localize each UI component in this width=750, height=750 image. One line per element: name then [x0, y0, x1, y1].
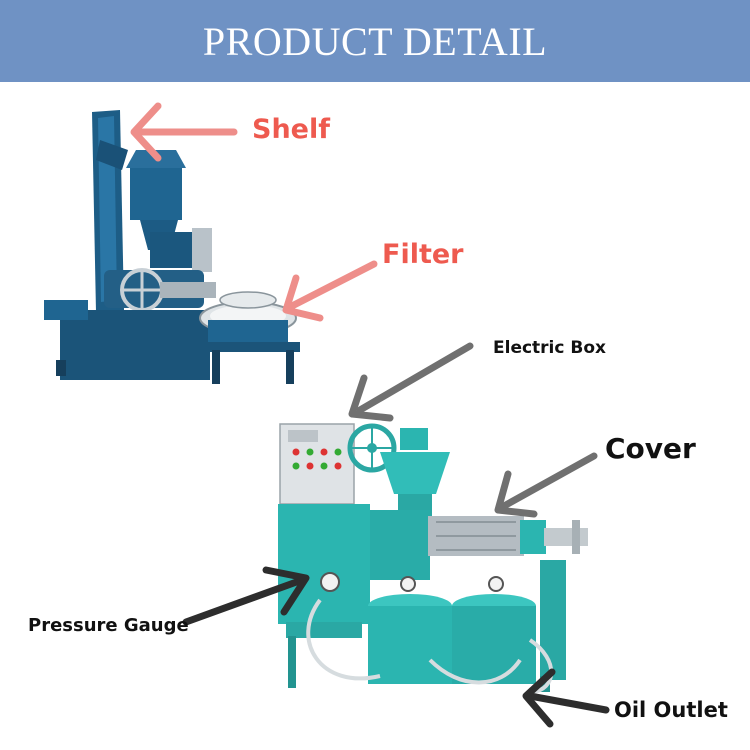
electric-box-label: Electric Box	[493, 338, 606, 358]
top-machine-image	[44, 110, 300, 384]
filter-label: Filter	[382, 239, 464, 270]
cover-arrow	[494, 452, 598, 518]
shelf-label: Shelf	[252, 114, 330, 145]
electric-box-arrow	[348, 342, 474, 422]
pressure-gauge-label: Pressure Gauge	[28, 615, 189, 636]
bottom-machine-image	[278, 423, 588, 694]
filter-arrow	[282, 260, 378, 322]
shelf-arrow	[130, 102, 238, 162]
banner-title: PRODUCT DETAIL	[202, 18, 548, 64]
cover-label: Cover	[605, 432, 696, 465]
pressure-gauge-arrow	[182, 566, 310, 626]
oil-outlet-arrow	[522, 668, 610, 728]
banner: PRODUCT DETAIL	[0, 0, 750, 82]
oil-outlet-label: Oil Outlet	[614, 698, 728, 722]
